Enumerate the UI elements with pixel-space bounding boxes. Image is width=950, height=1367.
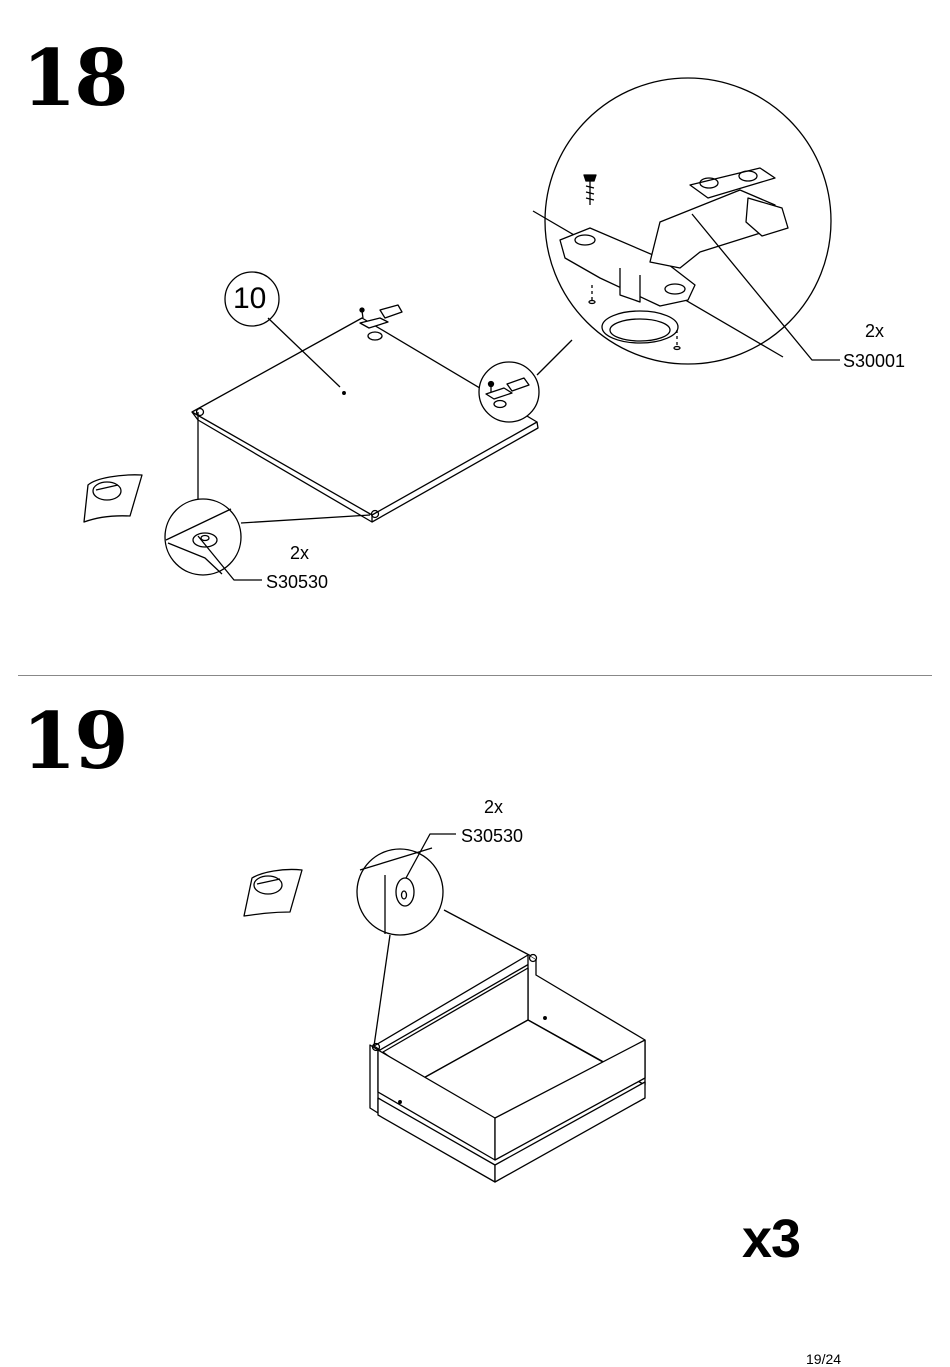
quantity-multiplier: x3 (742, 1212, 800, 1266)
drawer-box (370, 955, 645, 1183)
step19-bumper-quantity: 2x (484, 798, 503, 816)
hinge-zoom-small (479, 340, 572, 422)
rubber-mallet-icon (84, 475, 142, 522)
bumper-quantity: 2x (290, 544, 309, 562)
hinge-zoom-large (533, 78, 840, 364)
hinge-quantity: 2x (865, 322, 884, 340)
door-panel (192, 318, 538, 522)
step-18-illustration (0, 0, 950, 675)
step19-bumper-part-code: S30530 (461, 827, 523, 845)
hinge-part-code: S30001 (843, 352, 905, 370)
rubber-mallet-icon (244, 869, 302, 916)
part-number-label: 10 (233, 284, 266, 314)
step-19-illustration (0, 676, 950, 1367)
bumper-part-code: S30530 (266, 573, 328, 591)
page-number: 19/24 (806, 1351, 841, 1367)
